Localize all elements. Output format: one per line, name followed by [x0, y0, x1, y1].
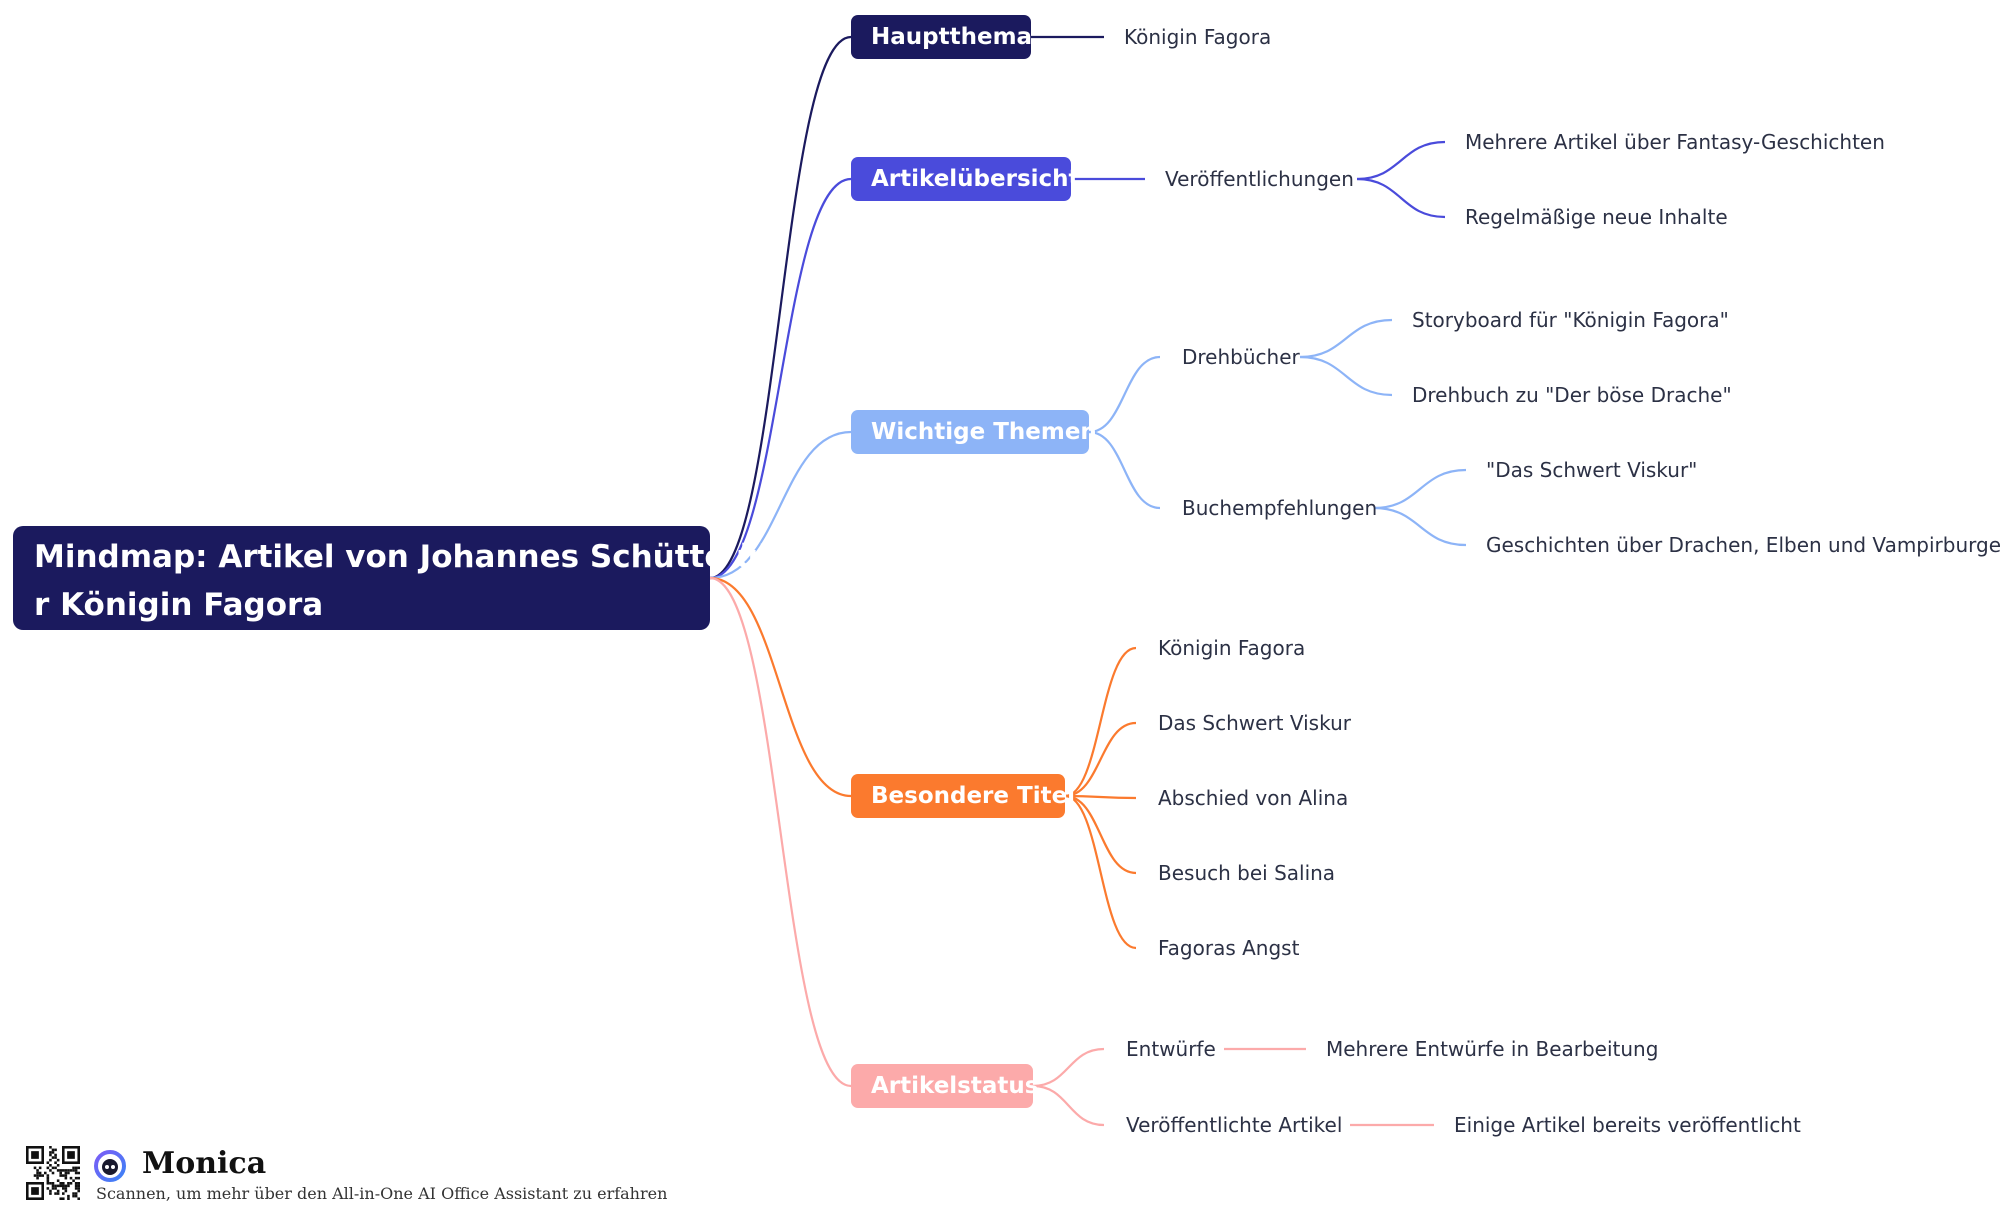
edge-drehbuecher-1	[1299, 318, 1393, 359]
branch-label-artikeluebersicht: Artikelübersicht	[871, 166, 1080, 192]
child-node-titel-5: Fagoras Angst	[1158, 936, 1300, 960]
monica-logo-icon	[94, 1150, 126, 1182]
grandchild-node-veroeffentlichte-artikel-1: Einige Artikel bereits veröffentlicht	[1454, 1113, 1801, 1137]
edge-titel-3	[1064, 794, 1137, 800]
child-node-titel-1: Königin Fagora	[1158, 636, 1305, 660]
child-node-hauptthema-1: Königin Fagora	[1124, 25, 1271, 49]
edge-root-wichtige-themen	[709, 430, 852, 580]
branch-label-artikelstatus: Artikelstatus	[871, 1073, 1038, 1099]
footer-branding: Monica Scannen, um mehr über den All-in-…	[26, 1146, 726, 1206]
edge-drehbuecher	[1088, 355, 1161, 434]
edge-buchempfehlungen-1	[1373, 468, 1467, 510]
branch-node-wichtige-themen[interactable]	[851, 410, 1089, 454]
mindmap-nodes: Mindmap: Artikel von Johannes Schütte üb…	[13, 15, 2000, 1137]
edge-buchempfehlungen-2	[1373, 506, 1467, 547]
edge-veroeffentlichungen-2	[1356, 177, 1446, 219]
branch-node-hauptthema[interactable]	[851, 15, 1031, 59]
child-node-titel-4: Besuch bei Salina	[1158, 861, 1335, 885]
child-node-titel-3: Abschied von Alina	[1158, 786, 1348, 810]
mindmap-edges	[709, 35, 1467, 1127]
grandchild-node-buchempfehlungen-2: Geschichten über Drachen, Elben und Vamp…	[1486, 533, 2000, 557]
branch-node-artikelstatus[interactable]	[851, 1064, 1033, 1108]
brand-name: Monica	[142, 1146, 267, 1181]
edge-root-besondere-titel	[709, 576, 852, 798]
branch-node-artikeluebersicht[interactable]	[851, 157, 1071, 201]
branch-label-wichtige-themen: Wichtige Themen	[871, 419, 1097, 445]
grandchild-node-buchempfehlungen-1: "Das Schwert Viskur"	[1486, 458, 1697, 482]
edge-entwuerfe	[1032, 1047, 1105, 1088]
edge-titel-4	[1064, 794, 1137, 875]
branch-label-besondere-titel: Besondere Titel	[871, 783, 1075, 809]
edge-root-hauptthema	[709, 35, 852, 580]
edge-root-artikeluebersicht	[709, 177, 852, 580]
grandchild-node-veroeffentlichungen-2: Regelmäßige neue Inhalte	[1465, 205, 1728, 229]
grandchild-node-drehbuecher-2: Drehbuch zu "Der böse Drache"	[1412, 383, 1732, 407]
branch-node-besondere-titel[interactable]	[851, 774, 1065, 818]
child-node-titel-2: Das Schwert Viskur	[1158, 711, 1352, 735]
branch-label-hauptthema: Hauptthema	[871, 24, 1032, 50]
grandchild-node-entwuerfe-1: Mehrere Entwürfe in Bearbeitung	[1326, 1037, 1658, 1061]
child-node-entwuerfe: Entwürfe	[1126, 1037, 1216, 1061]
edge-root-artikelstatus	[709, 576, 852, 1088]
grandchild-node-drehbuecher-1: Storyboard für "Königin Fagora"	[1412, 308, 1729, 332]
edge-buchempfehlungen	[1088, 430, 1161, 510]
child-node-veroeffentlichungen: Veröffentlichungen	[1165, 167, 1354, 191]
edge-veroeffentlichungen-1	[1356, 140, 1446, 181]
edge-drehbuecher-2	[1299, 355, 1393, 397]
root-node-title-line: r Königin Fagora	[34, 587, 323, 623]
edge-titel-1	[1064, 646, 1137, 798]
child-node-buchempfehlungen: Buchempfehlungen	[1182, 496, 1377, 520]
child-node-veroeffentlichte-artikel: Veröffentlichte Artikel	[1126, 1113, 1342, 1137]
edge-titel-2	[1064, 721, 1137, 798]
root-node-title-line: Mindmap: Artikel von Johannes Schütte üb…	[34, 539, 801, 575]
edge-titel-5	[1064, 794, 1137, 950]
qr-code-icon	[26, 1146, 80, 1200]
root-node-box[interactable]	[13, 526, 710, 630]
grandchild-node-veroeffentlichungen-1: Mehrere Artikel über Fantasy-Geschichten	[1465, 130, 1885, 154]
brand-tagline: Scannen, um mehr über den All-in-One AI …	[96, 1184, 668, 1203]
child-node-drehbuecher: Drehbücher	[1182, 345, 1301, 369]
edge-veroeffentlichte-artikel	[1032, 1084, 1105, 1127]
